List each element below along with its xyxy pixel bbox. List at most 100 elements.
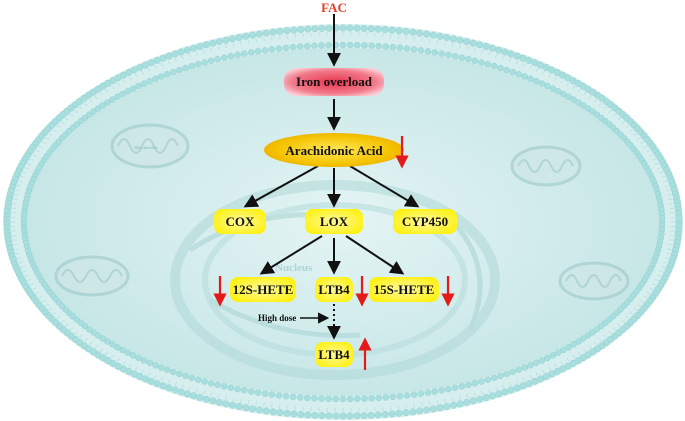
membrane-head — [424, 389, 432, 396]
node-lox: LOX — [305, 209, 363, 234]
membrane-head — [283, 27, 291, 35]
membrane-head — [471, 379, 479, 387]
membrane-head — [146, 359, 154, 367]
membrane-head — [537, 375, 544, 383]
membrane-head — [318, 395, 325, 402]
membrane-head — [159, 54, 167, 62]
membrane-head — [339, 395, 347, 403]
membrane-head — [124, 349, 132, 356]
iron-overload-label: Iron overload — [296, 74, 373, 89]
membrane-head — [575, 99, 582, 106]
membrane-head — [509, 368, 516, 376]
membrane-head — [548, 370, 556, 378]
membrane-head — [360, 24, 368, 32]
membrane-head — [471, 57, 479, 65]
membrane-head — [501, 388, 509, 396]
membrane-head — [509, 68, 516, 76]
membrane-head — [368, 42, 375, 49]
membrane-head — [182, 372, 189, 380]
membrane-head — [140, 80, 148, 87]
membrane-head — [114, 93, 121, 101]
membrane-head — [164, 366, 171, 373]
membrane-head — [90, 108, 97, 115]
membrane-head — [147, 59, 155, 67]
membrane-head — [367, 411, 375, 419]
membrane-head — [554, 88, 562, 95]
membrane-head — [395, 409, 403, 417]
membrane-head — [109, 96, 116, 103]
membrane-head — [375, 42, 382, 50]
membrane-head — [388, 410, 396, 418]
membrane-head — [374, 25, 382, 33]
membrane-head — [570, 96, 577, 103]
arrow-lox-to-15shete — [345, 235, 405, 275]
membrane-head — [152, 361, 159, 369]
membrane-head — [241, 50, 248, 57]
membrane-head — [579, 102, 587, 109]
membrane-head — [458, 383, 466, 390]
membrane-head — [565, 343, 572, 351]
membrane-head — [389, 43, 397, 51]
membrane-head — [465, 381, 472, 389]
membrane-head — [382, 394, 390, 401]
membrane-head — [182, 64, 189, 72]
membrane-head — [153, 56, 161, 64]
membrane-head — [158, 364, 165, 371]
membrane-head — [403, 392, 411, 399]
membrane-head — [129, 85, 137, 92]
membrane-head — [311, 25, 319, 33]
membrane-head — [346, 24, 354, 32]
membrane-head — [368, 395, 375, 402]
membrane-head — [436, 404, 444, 412]
membrane-head — [579, 335, 587, 342]
membrane-head — [417, 390, 425, 397]
membrane-head — [438, 387, 445, 394]
membrane-head — [375, 394, 382, 402]
membrane-head — [196, 394, 204, 401]
membrane-head — [165, 384, 173, 392]
membrane-head — [549, 85, 557, 92]
membrane-head — [346, 395, 354, 403]
mitochondrion-right — [510, 145, 582, 187]
membrane-head — [220, 54, 228, 61]
membrane-head — [261, 390, 269, 397]
membrane-head — [409, 28, 417, 36]
membrane-head — [296, 394, 304, 401]
membrane-head — [104, 338, 111, 345]
arachidonic-acid-label: Arachidonic Acid — [285, 143, 383, 158]
membrane-head — [325, 24, 333, 32]
membrane-head — [85, 325, 93, 333]
membrane-head — [451, 384, 459, 391]
membrane-head — [254, 389, 262, 396]
membrane-head — [416, 29, 424, 37]
membrane-head — [188, 62, 196, 70]
membrane-head — [465, 55, 472, 63]
membrane-head — [395, 27, 403, 35]
membrane-head — [429, 405, 437, 413]
membrane-head — [424, 48, 432, 55]
membrane-head — [171, 50, 179, 58]
arrow-aa-to-cox — [243, 165, 319, 208]
membrane-head — [532, 359, 540, 367]
membrane-head — [124, 88, 132, 95]
node-cox: COX — [214, 209, 266, 234]
mitochondrion-top-left: Mitochondria — [110, 123, 190, 169]
membrane-head — [276, 409, 284, 417]
nucleus-label: Nucleus — [275, 262, 313, 274]
membrane-head — [531, 377, 539, 385]
membrane-head — [495, 46, 503, 54]
membrane-head — [311, 395, 318, 402]
membrane-head — [152, 75, 159, 83]
membrane-head — [445, 385, 452, 393]
membrane-head — [443, 403, 451, 410]
membrane-head — [429, 31, 437, 39]
membrane-head — [194, 61, 202, 68]
membrane-head — [290, 26, 298, 34]
membrane-head — [207, 57, 215, 65]
membrane-head — [456, 36, 464, 44]
membrane-head — [450, 401, 457, 409]
15s-hete-label: 15S-HETE — [374, 282, 435, 297]
membrane-head — [525, 380, 533, 388]
node-15s-hete: 15S-HETE — [369, 277, 439, 302]
membrane-head — [164, 71, 171, 78]
